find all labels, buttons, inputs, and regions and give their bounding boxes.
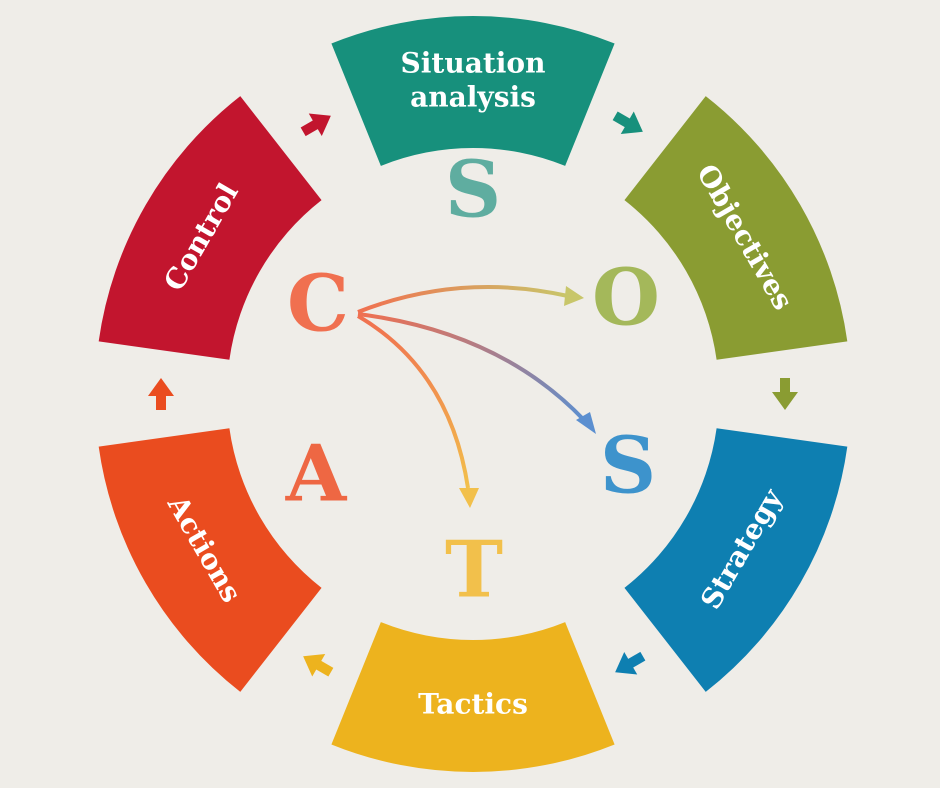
segment-strategy xyxy=(624,428,848,692)
cycle-arrow-objectives xyxy=(772,378,798,410)
segment-actions xyxy=(98,428,322,692)
c-to-t-arrowhead xyxy=(459,488,479,508)
segment-situation xyxy=(331,16,615,166)
c-to-s-arrow xyxy=(357,312,586,422)
cycle-arrow-control xyxy=(300,113,331,137)
letter-s2: S xyxy=(600,421,656,512)
segment-control xyxy=(98,96,322,360)
letter-c: C xyxy=(287,259,349,350)
segment-label-tactics: Tactics xyxy=(418,688,528,721)
letter-o: O xyxy=(592,253,660,344)
segment-text-tactics-0: Tactics xyxy=(418,688,528,721)
cycle-arrow-strategy xyxy=(615,651,646,675)
segment-text-situation-1: analysis xyxy=(410,81,536,114)
c-to-o-arrow xyxy=(357,285,569,314)
segment-tactics xyxy=(331,622,615,772)
c-to-s-arrowhead xyxy=(576,412,596,434)
segment-text-situation-0: Situation xyxy=(401,47,546,80)
segment-objectives xyxy=(624,96,848,360)
cycle-arrow-situation xyxy=(612,111,643,135)
letter-t: T xyxy=(445,525,503,616)
c-to-o-arrowhead xyxy=(564,286,584,306)
cycle-arrow-tactics xyxy=(303,653,334,677)
letter-s1: S xyxy=(445,145,501,236)
c-to-t-arrow xyxy=(356,314,470,489)
letter-a: A xyxy=(285,429,348,520)
cycle-arrow-actions xyxy=(148,378,174,410)
